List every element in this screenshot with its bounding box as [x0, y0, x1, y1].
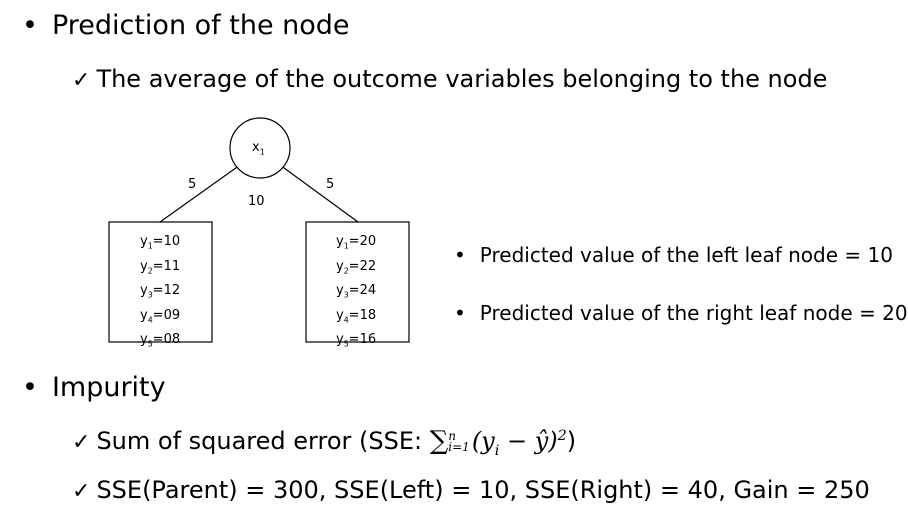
root-node	[229, 117, 291, 179]
left-leaf-row: y1=10	[140, 234, 181, 251]
left-leaf-row: y4=09	[140, 307, 181, 325]
pred-left-text: Predicted value of the left leaf node = …	[479, 243, 893, 267]
root-count: 10	[248, 194, 265, 209]
sse-definition-text: Sum of squared error (SSE:	[96, 427, 430, 455]
pred-right: • Predicted value of the right leaf node …	[454, 301, 908, 325]
heading-impurity: • Impurity	[22, 372, 166, 403]
pred-right-text: Predicted value of the right leaf node =…	[479, 301, 908, 325]
left-edge	[159, 164, 241, 223]
left-edge-label: 5	[188, 177, 197, 192]
root-var: x	[252, 140, 260, 155]
sum-lower: i=1	[448, 440, 470, 454]
sse-values: ✓SSE(Parent) = 300, SSE(Left) = 10, SSE(…	[72, 476, 870, 504]
sum-upper: n	[448, 429, 457, 443]
sse-close: )	[566, 427, 577, 455]
right-leaf-row: y1=20	[336, 234, 377, 251]
heading-prediction: • Prediction of the node	[22, 10, 350, 41]
right-leaf-row: y5=16	[336, 332, 377, 349]
sse-body-sub: i	[494, 442, 500, 459]
right-leaf-values: y1=20 y2=22 y3=24 y4=18 y5=16	[336, 232, 376, 355]
heading-impurity-text: Impurity	[51, 372, 166, 403]
right-edge-label: 5	[326, 177, 335, 192]
bullet-dot: •	[454, 301, 466, 325]
right-leaf-node	[305, 221, 410, 343]
right-edge	[279, 164, 359, 223]
bullet-dot: •	[454, 243, 466, 267]
sse-minus: − ŷ)	[499, 427, 558, 455]
left-leaf-row: y2=11	[140, 258, 181, 276]
bullet-dot: •	[22, 10, 38, 41]
right-leaf-row: y3=24	[336, 283, 377, 300]
root-label: x1	[252, 140, 265, 157]
left-leaf-row: y5=08	[140, 332, 181, 349]
heading-prediction-text: Prediction of the node	[51, 10, 350, 41]
sub-bullet-average-text: The average of the outcome variables bel…	[96, 65, 828, 93]
bullet-dot: •	[22, 372, 38, 403]
sse-values-text: SSE(Parent) = 300, SSE(Left) = 10, SSE(R…	[96, 476, 870, 504]
sum-symbol: ∑	[429, 426, 449, 456]
pred-left: • Predicted value of the left leaf node =…	[454, 243, 893, 267]
root-var-sub: 1	[259, 147, 265, 157]
sse-body: (y	[471, 427, 495, 455]
check-icon: ✓	[72, 479, 91, 504]
left-leaf-row: y3=12	[140, 283, 181, 300]
check-icon: ✓	[72, 430, 91, 455]
left-leaf-values: y1=10 y2=11 y3=12 y4=09 y5=08	[140, 232, 180, 355]
right-leaf-row: y4=18	[336, 307, 377, 325]
left-leaf-node	[108, 221, 213, 343]
check-icon: ✓	[72, 68, 91, 93]
sse-square: 2	[557, 428, 567, 444]
right-leaf-row: y2=22	[336, 258, 377, 276]
sub-bullet-average: ✓The average of the outcome variables be…	[72, 65, 827, 93]
